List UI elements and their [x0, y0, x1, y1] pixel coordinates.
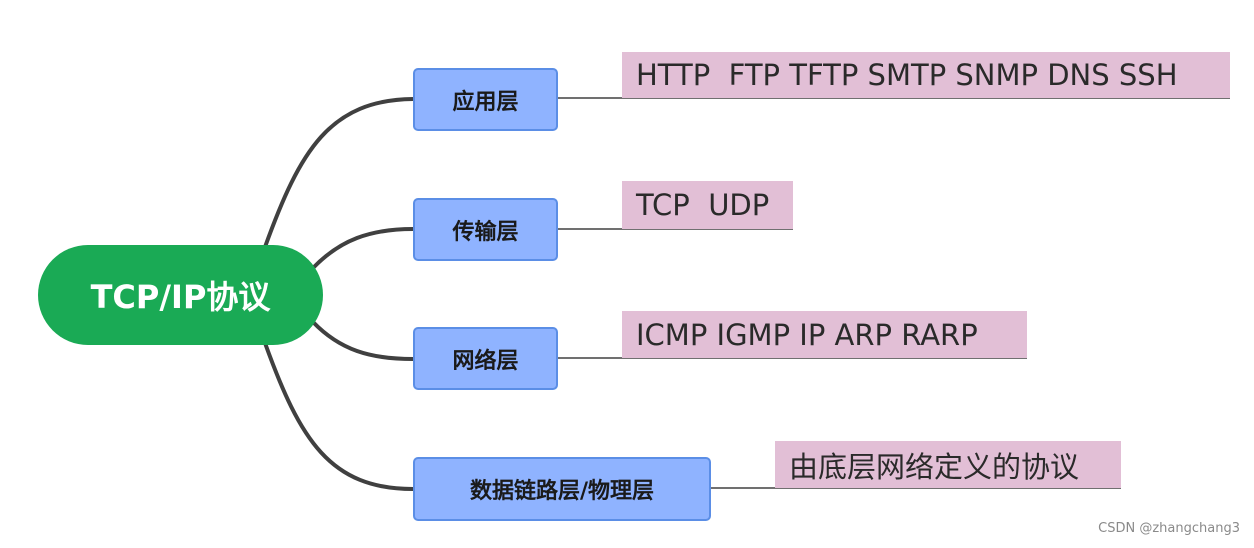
layer-node-network: 网络层	[413, 327, 558, 390]
watermark: CSDN @zhangchang3	[1098, 521, 1240, 536]
branch-application	[263, 97, 414, 248]
protocols-network: ICMP IGMP IP ARP RARP	[622, 311, 1027, 358]
branch-transport	[311, 227, 414, 270]
layer-node-application: 应用层	[413, 68, 558, 131]
layer-node-datalink-physical: 数据链路层/物理层	[413, 457, 711, 521]
layer-node-transport: 传输层	[413, 198, 558, 261]
protocols-application: HTTP FTP TFTP SMTP SNMP DNS SSH	[622, 52, 1230, 98]
protocols-datalink-physical: 由底层网络定义的协议	[775, 441, 1121, 488]
branch-network	[311, 320, 414, 361]
protocols-transport: TCP UDP	[622, 181, 793, 229]
branch-link	[263, 342, 414, 491]
root-node-tcpip: TCP/IP协议	[38, 245, 323, 345]
